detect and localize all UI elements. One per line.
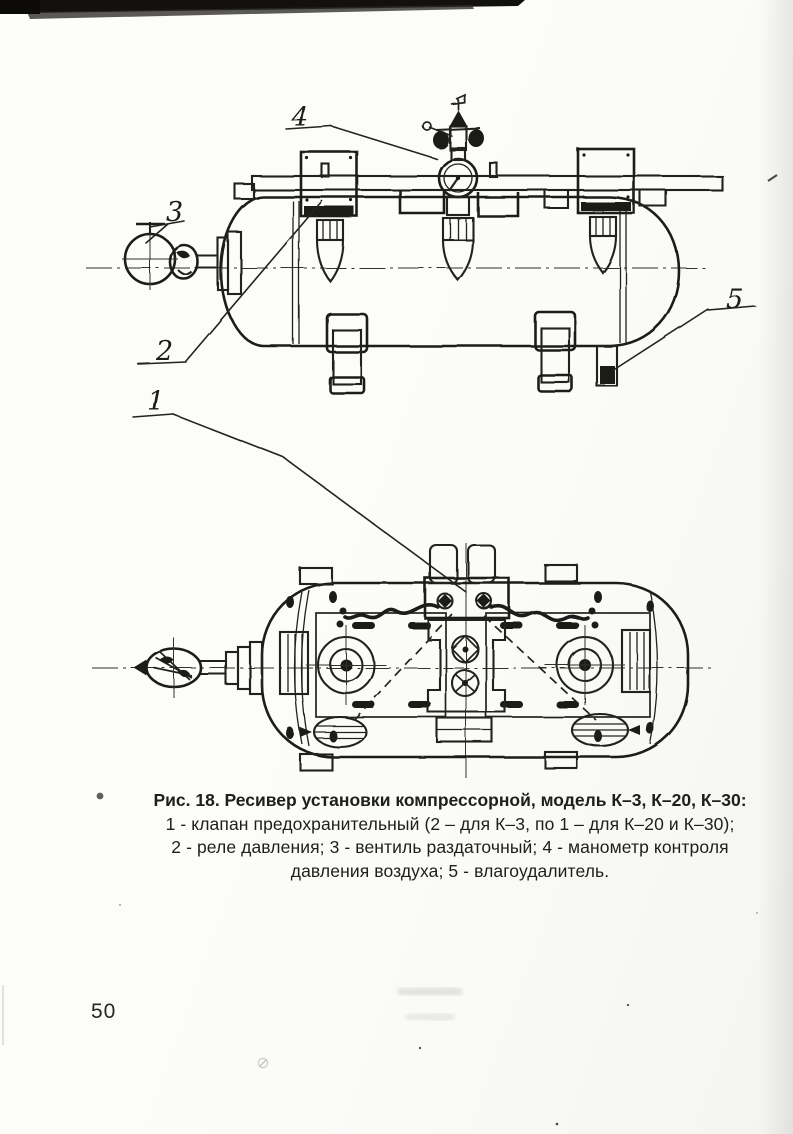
plan-valve-stub (134, 638, 264, 698)
callout-2: 2 (137, 200, 323, 367)
scan-artifact-top (0, 0, 525, 19)
relay-cone-left (315, 218, 345, 283)
center-plate (426, 618, 507, 714)
drain-plug-left (300, 715, 368, 749)
leader-4 (330, 125, 438, 160)
gauge-needle (448, 177, 459, 192)
support-leg-left (325, 312, 369, 395)
pipe-right (489, 603, 590, 622)
drain-plug-right (570, 712, 640, 748)
callout-4-label: 4 (290, 102, 308, 133)
pressure-gauge (422, 93, 484, 282)
callout-1-label: 1 (147, 386, 164, 417)
callout-5-label: 5 (726, 284, 743, 315)
mount-tab (298, 752, 334, 772)
center-port-bottom (450, 668, 480, 698)
leader-3 (145, 223, 169, 244)
distribution-valve (122, 222, 243, 296)
figure-caption-title: Рис. 18. Ресивер установки компрессорной… (153, 790, 747, 810)
relay-cone-right (588, 215, 618, 275)
valve-lever (428, 126, 453, 137)
gauge-cone (441, 216, 475, 282)
leader-2 (185, 200, 323, 362)
figure-caption-line: 1 - клапан предохранительный (2 – для К–… (165, 813, 735, 834)
dashed-ref-left (351, 613, 453, 723)
manhole-flange-right (545, 625, 625, 705)
figure-caption: Рис. 18. Ресивер установки компрессорной… (110, 789, 790, 883)
callout-4: 4 (285, 102, 438, 160)
striped-boss-right (620, 628, 652, 694)
rail-pin (320, 162, 331, 179)
figure-caption-line: 2 - реле давления; 3 - вентиль раздаточн… (171, 837, 729, 857)
plan-view (92, 543, 712, 778)
scan-specks (2, 174, 778, 1126)
weld-seams (292, 201, 627, 344)
rail-pin (488, 161, 499, 179)
margin-dot (96, 792, 104, 800)
mount-tab (543, 563, 579, 583)
mount-tab (298, 566, 334, 586)
callout-3: 3 (145, 197, 185, 244)
margin-smudge (257, 1057, 269, 1069)
safety-valve-top (422, 93, 484, 162)
pressure-relay-left (299, 150, 359, 283)
dashed-ref-right (483, 615, 597, 721)
manhole-flange-left (306, 625, 386, 705)
pressure-relay-right (576, 147, 636, 275)
page-number: 50 (91, 1000, 117, 1023)
callout-2-label: 2 (155, 336, 173, 367)
moisture-drain (595, 344, 619, 388)
callout-5: 5 (607, 284, 756, 375)
pipe-left (343, 603, 440, 620)
mount-tab (543, 750, 579, 770)
safety-valve-assembly (336, 543, 599, 744)
callout-3-label: 3 (166, 197, 183, 228)
side-view: 4 3 2 5 1 (86, 93, 756, 593)
callout-1: 1 (132, 386, 467, 593)
center-port-top (450, 634, 480, 664)
striped-boss-left (278, 630, 310, 696)
figure-caption-line: давления воздуха; 5 - влагоудалитель. (290, 860, 610, 881)
plan-tank-body (260, 581, 690, 759)
support-leg-right (533, 310, 577, 393)
manifold-rail (233, 161, 724, 218)
leader-1 (172, 413, 467, 593)
leader-5 (611, 308, 709, 372)
